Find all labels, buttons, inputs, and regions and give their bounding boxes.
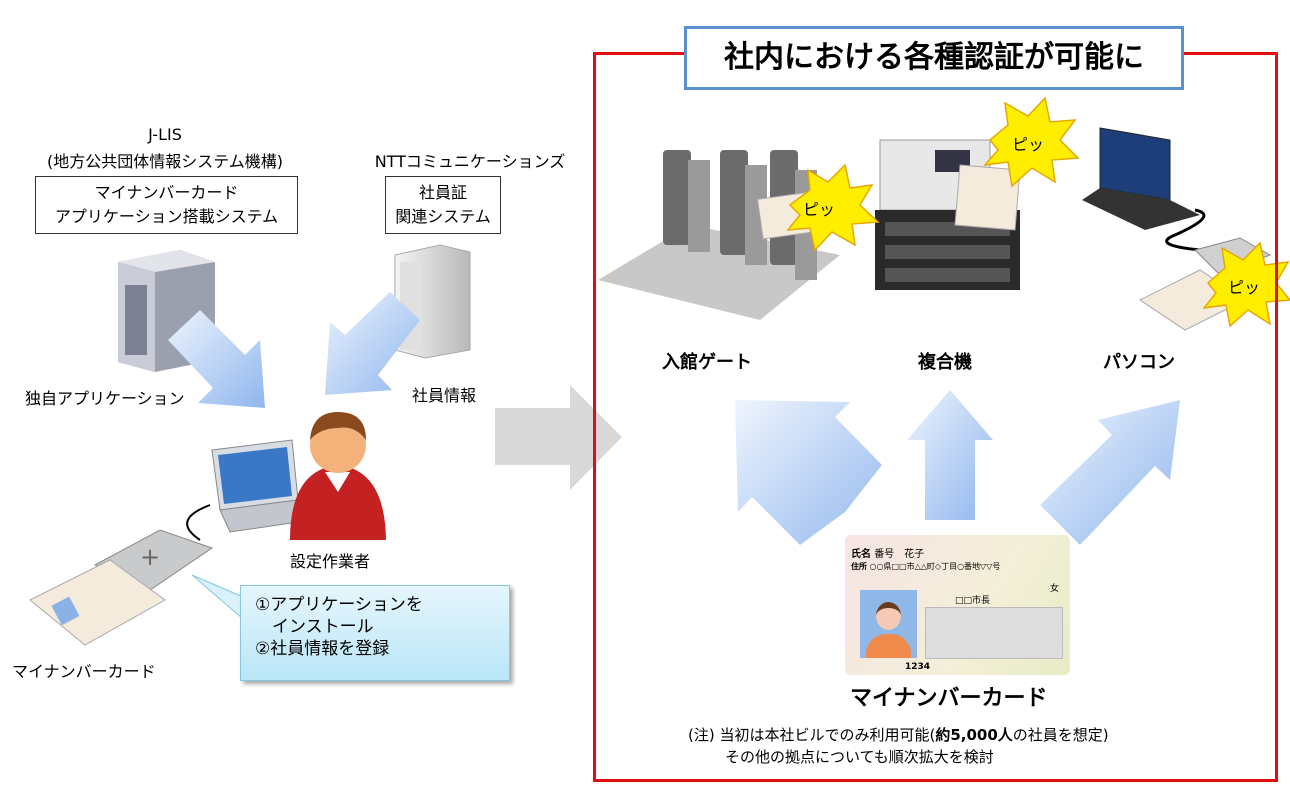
beep-text: ピッ [1012, 135, 1045, 154]
arrow-app-label: 独自アプリケーション [25, 389, 185, 408]
arrow-employee-label: 社員情報 [412, 386, 477, 405]
device-label-printer: 複合機 [918, 352, 972, 373]
device-label-gate: 入館ゲート [662, 352, 752, 373]
entrance-gate-icon [598, 150, 840, 320]
ntt-title: NTTコミュニケーションズ [374, 152, 566, 171]
note-emphasis: 約5,000人 [935, 726, 1013, 744]
beep-burst-icon [786, 96, 1290, 328]
jlis-title: J-LIS [148, 125, 182, 144]
cable [186, 504, 211, 541]
arrow-app-icon [168, 310, 265, 408]
section-title: 社内における各種認証が可能に [684, 26, 1184, 90]
callout-line: インストール [255, 617, 374, 637]
arrow-to-printer-icon [907, 390, 993, 520]
callout-line: ②社員情報を登録 [255, 639, 390, 659]
jlis-box-line: アプリケーション搭載システム [54, 207, 279, 226]
tower-server-icon [394, 244, 471, 359]
setup-callout: ①アプリケーションを インストール ②社員情報を登録 [240, 585, 510, 681]
my-number-card: 氏名 番号 花子 住所 ○○県□□市△△町◇丁目○番地▽▽号 女 □□市長 12… [845, 535, 1070, 675]
device-label-pc: パソコン [1103, 352, 1175, 373]
pc-laptop-icon [1082, 127, 1200, 230]
jlis-system-box: マイナンバーカード アプリケーション搭載システム [35, 176, 298, 234]
beep-text: ピッ [803, 200, 836, 219]
ntt-system-box: 社員証 関連システム [385, 176, 501, 234]
big-arrow-icon [495, 385, 622, 490]
note-line-2: その他の拠点についても順次拡大を検討 [725, 748, 994, 766]
card-photo [860, 590, 917, 658]
note-line-1: (注) 当初は本社ビルでのみ利用可能(約5,000人の社員を想定) [688, 724, 1109, 745]
arrow-employee-icon [325, 292, 420, 395]
card-address: ○○県□□市△△町◇丁目○番地▽▽号 [869, 562, 1001, 571]
arrow-to-pc-icon [1040, 400, 1180, 545]
card-name: 番号 花子 [874, 549, 925, 560]
note-text: の社員を想定) [1012, 726, 1109, 744]
card-reader-icon: + [29, 529, 214, 646]
arrow-to-gate-icon [735, 400, 882, 545]
worker-person-icon [290, 412, 386, 540]
card-label-left: マイナンバーカード [12, 662, 156, 681]
callout-line: ①アプリケーションを [255, 595, 423, 615]
worker-label: 設定作業者 [289, 552, 370, 571]
card-issuer: □□市長 [955, 596, 991, 606]
card-name-tag: 氏名 [851, 549, 871, 560]
card-number: 1234 [905, 662, 931, 672]
jlis-subtitle: (地方公共団体情報システム機構) [46, 152, 283, 171]
ntt-box-line: 社員証 [418, 183, 467, 202]
beep-text: ピッ [1228, 278, 1261, 297]
card-label-right: マイナンバーカード [850, 686, 1048, 711]
ntt-box-line: 関連システム [395, 207, 491, 226]
card-sex: 女 [1050, 584, 1060, 594]
card-address-tag: 住所 [851, 562, 867, 571]
note-text: (注) 当初は本社ビルでのみ利用可能( [688, 726, 936, 744]
svg-text:+: + [140, 543, 160, 571]
jlis-box-line: マイナンバーカード [94, 183, 239, 202]
